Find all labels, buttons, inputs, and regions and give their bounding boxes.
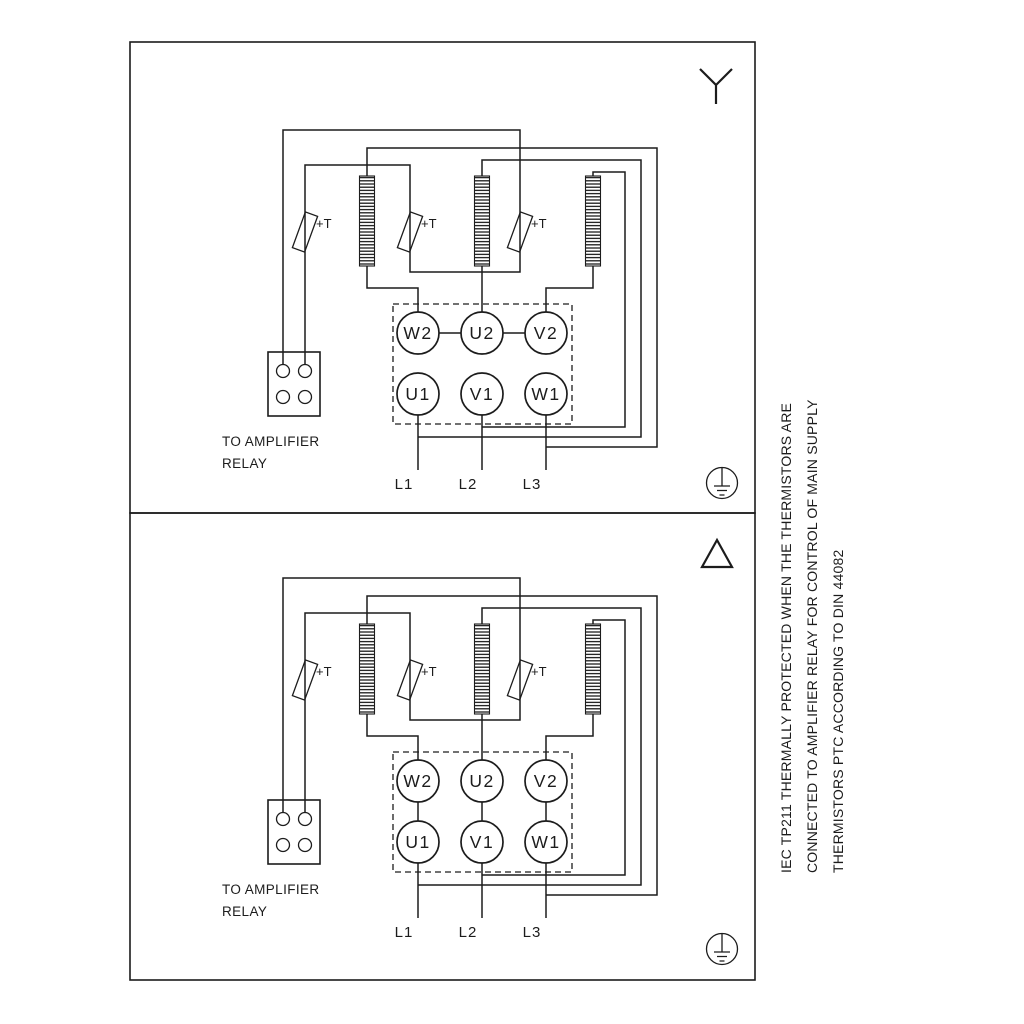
thermistor-label: +T — [421, 216, 437, 231]
thermistor-label: +T — [421, 664, 437, 679]
terminal-w1-label: W1 — [531, 384, 560, 404]
sidebar-note-line2: CONNECTED TO AMPLIFIER RELAY FOR CONTROL… — [804, 399, 820, 873]
relay-caption-line1: TO AMPLIFIER — [222, 882, 320, 897]
earth-ground-icon — [705, 932, 739, 966]
terminal-u2-label: U2 — [469, 323, 494, 343]
relay-caption-line1: TO AMPLIFIER — [222, 434, 320, 449]
terminal-u1-label: U1 — [405, 832, 430, 852]
sidebar-note-line3: THERMISTORS PTC ACCORDING TO DIN 44082 — [830, 550, 846, 873]
terminal-v1-label: V1 — [470, 384, 494, 404]
relay-caption-line2: RELAY — [222, 456, 267, 471]
terminal-v2-label: V2 — [534, 771, 558, 791]
sidebar-note-line1: IEC TP211 THERMALLY PROTECTED WHEN THE T… — [778, 403, 794, 873]
terminal-u1-label: U1 — [405, 384, 430, 404]
terminal-w1-label: W1 — [531, 832, 560, 852]
relay-caption-line2: RELAY — [222, 904, 267, 919]
thermistor-label: +T — [531, 664, 547, 679]
delta-panel-frame — [129, 512, 756, 981]
thermistor-label: +T — [531, 216, 547, 231]
supply-line-l3-label: L3 — [523, 924, 542, 941]
thermistor-label: +T — [316, 664, 332, 679]
star-connection-icon — [699, 68, 733, 104]
terminal-v2-label: V2 — [534, 323, 558, 343]
supply-line-l1-label: L1 — [395, 476, 414, 493]
motor-circuit-delta-panel — [267, 577, 658, 919]
terminal-w2-label: W2 — [403, 323, 432, 343]
delta-connection-icon — [700, 537, 734, 569]
terminal-w2-label: W2 — [403, 771, 432, 791]
supply-line-l3-label: L3 — [523, 476, 542, 493]
supply-line-l1-label: L1 — [395, 924, 414, 941]
sidebar-note: IEC TP211 THERMALLY PROTECTED WHEN THE T… — [778, 399, 846, 873]
motor-circuit-star-panel — [267, 129, 658, 471]
thermistor-label: +T — [316, 216, 332, 231]
earth-ground-icon — [705, 466, 739, 500]
terminal-v1-label: V1 — [470, 832, 494, 852]
supply-line-l2-label: L2 — [459, 476, 478, 493]
terminal-u2-label: U2 — [469, 771, 494, 791]
supply-line-l2-label: L2 — [459, 924, 478, 941]
delta-bridge-links — [417, 802, 547, 821]
